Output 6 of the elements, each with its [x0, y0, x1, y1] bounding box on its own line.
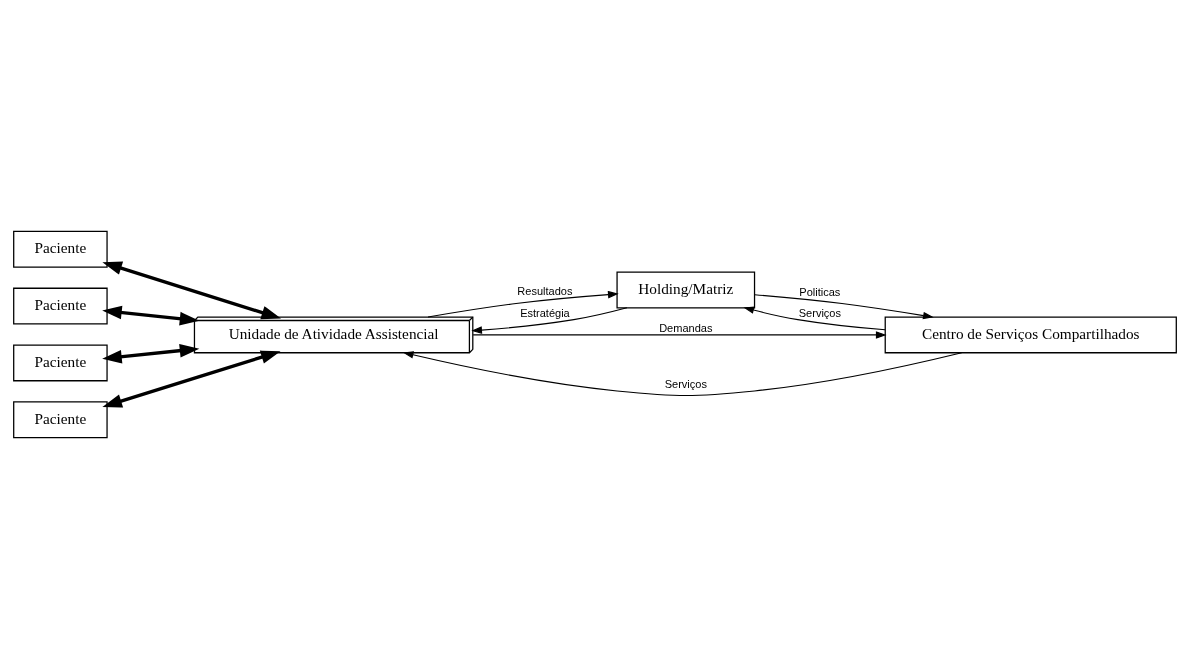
edge-label: Estratégia — [520, 306, 570, 319]
edge-label: Resultados — [517, 285, 573, 298]
edge-label: Serviços — [798, 306, 842, 319]
edge-label: Serviços — [664, 377, 707, 390]
edge-label: Politicas — [799, 286, 841, 299]
edge-label: Demandas — [659, 321, 713, 334]
